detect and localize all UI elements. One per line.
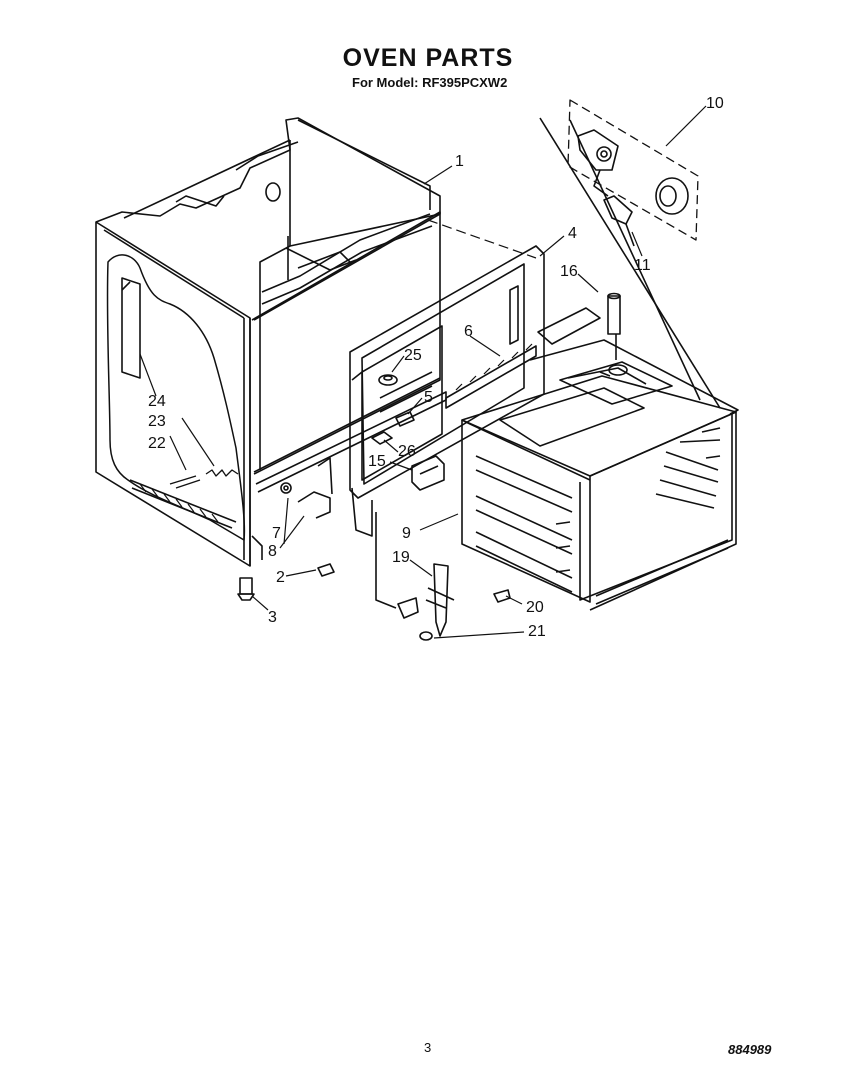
callout-25: 25: [404, 347, 422, 364]
callout-15: 15: [368, 453, 386, 470]
callout-5: 5: [424, 389, 433, 406]
callout-3: 3: [268, 609, 277, 626]
callout-numbers: 1 2 3 4 5 6 7 8 9 10 11 15 16 19 20 21 2…: [148, 95, 724, 640]
callout-11: 11: [634, 257, 651, 274]
burner-tube: [567, 292, 647, 385]
callout-20: 20: [526, 599, 544, 616]
model-subtitle: For Model: RF395PCXW2: [352, 75, 507, 90]
callout-7: 7: [272, 525, 281, 542]
callout-16: 16: [560, 263, 578, 280]
page-number: 3: [424, 1040, 432, 1055]
page-title: OVEN PARTS: [342, 44, 514, 72]
callout-19: 19: [392, 549, 410, 566]
callout-10: 10: [706, 95, 724, 112]
callout-21: 21: [528, 623, 546, 640]
model-label: For Model:: [352, 75, 419, 90]
document-number: 884989: [728, 1042, 772, 1057]
oven-cabinet: [95, 117, 447, 567]
callout-6: 6: [464, 323, 473, 340]
callout-2: 2: [276, 569, 285, 586]
leader-lines: [139, 105, 707, 639]
callout-23: 23: [148, 413, 166, 430]
callout-22: 22: [148, 435, 166, 452]
callout-1: 1: [455, 153, 464, 170]
callout-9: 9: [402, 525, 411, 542]
callout-4: 4: [568, 225, 577, 242]
oven-front-frame: [349, 219, 739, 537]
oven-rack-assembly: [461, 361, 737, 611]
valve-exploded-view: [539, 99, 721, 409]
model-number: RF395PCXW2: [422, 75, 508, 90]
callout-26: 26: [398, 443, 416, 460]
loose-parts: [237, 374, 511, 641]
callout-8: 8: [268, 543, 277, 560]
callout-24: 24: [148, 393, 166, 410]
